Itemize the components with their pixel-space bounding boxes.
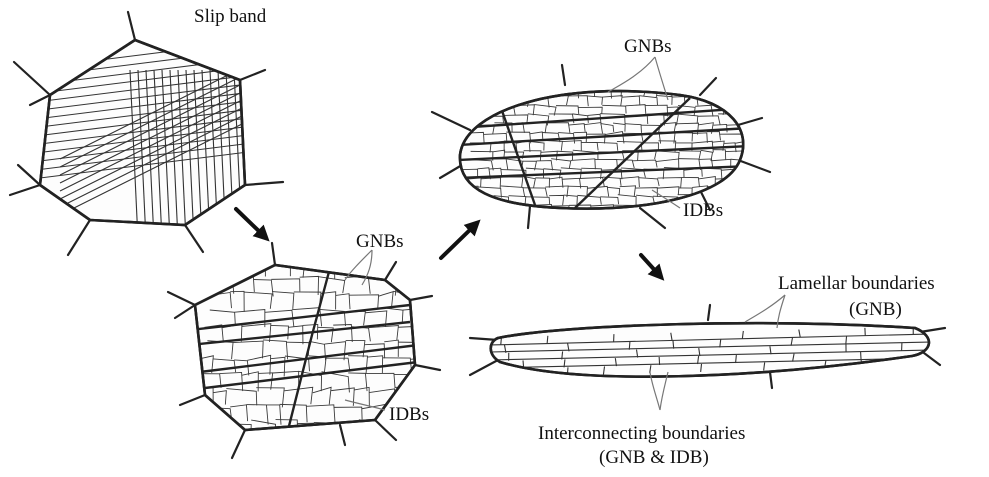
interconnecting-gnb-idb-label: (GNB & IDB) (599, 447, 709, 468)
idbs-label-bottom: IDBs (389, 404, 429, 425)
slip-band-label: Slip band (194, 6, 267, 27)
arrow-cells-to-elongated (441, 224, 476, 258)
grain-1-outline (40, 40, 245, 225)
idbs-label-top: IDBs (683, 200, 723, 221)
gnbs-label-top: GNBs (624, 36, 672, 57)
arrow-elongated-to-lamellar (641, 255, 660, 276)
lamellar-gnb-label: (GNB) (849, 299, 902, 320)
lamellar-boundaries-label: Lamellar boundaries (778, 273, 935, 294)
arrow-slip-to-cells (236, 209, 265, 237)
process-arrows (236, 209, 660, 276)
interconnecting-boundaries-label: Interconnecting boundaries (538, 423, 745, 444)
gnbs-label-middle: GNBs (356, 231, 404, 252)
grain-slip-band (10, 12, 283, 255)
grain-cell-structure (168, 243, 441, 458)
